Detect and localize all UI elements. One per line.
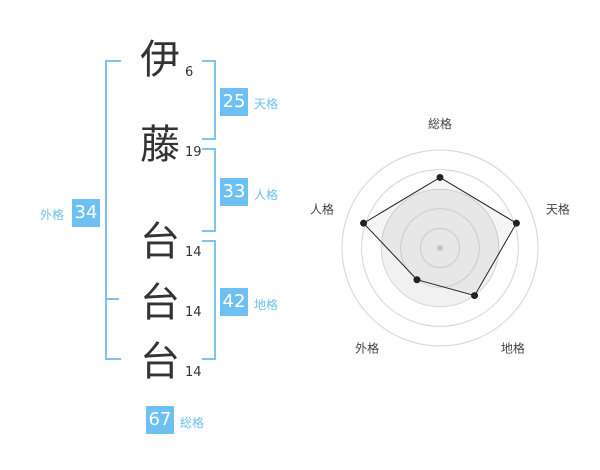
chikaku-label: 地格 bbox=[254, 298, 279, 312]
jinkaku-bracket bbox=[202, 148, 216, 232]
stroke-count-4: 14 bbox=[185, 305, 202, 320]
radar-axis-label-5: 人格 bbox=[310, 202, 334, 217]
chikaku-bracket bbox=[202, 240, 216, 360]
radar-center bbox=[437, 245, 443, 251]
soukaku-label: 総格 bbox=[180, 416, 205, 430]
jinkaku-value: 33 bbox=[220, 178, 248, 206]
tenkaku-label: 天格 bbox=[254, 97, 279, 111]
stroke-count-1: 6 bbox=[185, 65, 194, 80]
radar-grid-ring-4 bbox=[361, 169, 519, 327]
jinkaku-label: 人格 bbox=[254, 188, 279, 202]
radar-point-4 bbox=[413, 276, 421, 284]
radar-grid-ring-2 bbox=[400, 208, 480, 288]
radar-axis-label-3: 地格 bbox=[501, 340, 525, 355]
radar-point-2 bbox=[512, 219, 520, 227]
radar-point-5 bbox=[360, 219, 368, 227]
radar-axis-label-4: 外格 bbox=[355, 340, 379, 355]
radar-grid-ring-1 bbox=[419, 227, 461, 269]
tenkaku-bracket bbox=[202, 60, 216, 140]
radar-point-3 bbox=[471, 292, 479, 300]
name-character-4: 台 bbox=[140, 280, 180, 326]
gaikaku-label: 外格 bbox=[40, 208, 65, 222]
name-character-1: 伊 bbox=[140, 37, 180, 83]
radar-grid-ring-5 bbox=[341, 149, 539, 347]
tenkaku-value: 25 bbox=[220, 88, 248, 116]
radar-area bbox=[362, 176, 518, 297]
radar-point-1 bbox=[436, 173, 444, 181]
chikaku-value: 42 bbox=[220, 288, 248, 316]
name-character-5: 台 bbox=[140, 339, 180, 385]
radar-grid-ring-3 bbox=[380, 188, 500, 308]
stroke-count-2: 19 bbox=[185, 145, 202, 160]
gaikaku-bracket-divider bbox=[105, 298, 119, 300]
radar-axis-label-1: 総格 bbox=[428, 116, 452, 131]
gaikaku-bracket bbox=[105, 60, 121, 360]
name-character-2: 藤 bbox=[140, 122, 180, 168]
name-character-3: 台 bbox=[140, 219, 180, 265]
stroke-count-3: 14 bbox=[185, 245, 202, 260]
radar-axis-label-2: 天格 bbox=[546, 202, 570, 217]
soukaku-value: 67 bbox=[146, 406, 174, 434]
gaikaku-value: 34 bbox=[72, 199, 100, 227]
stroke-count-5: 14 bbox=[185, 365, 202, 380]
